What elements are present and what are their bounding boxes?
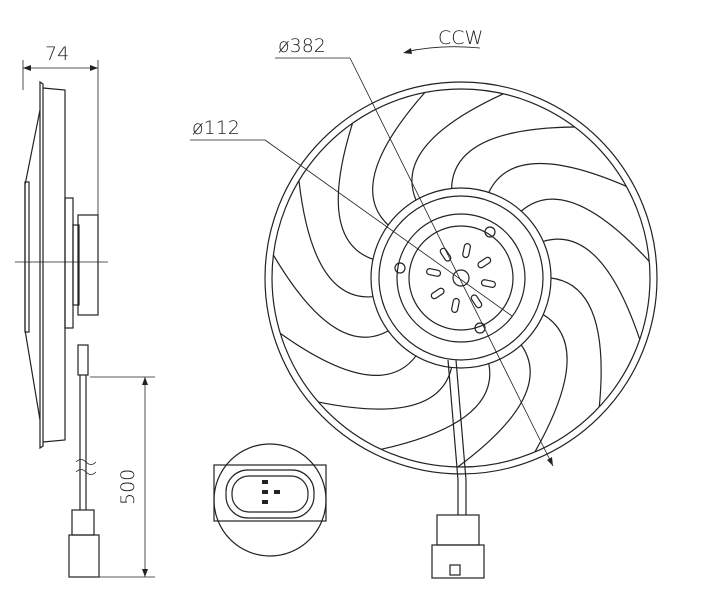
front-view: ø382 ø112 CCW [190,27,658,579]
rotation-label: CCW [438,27,483,49]
outer-ring [264,81,658,475]
outer-diameter-label: ø382 [278,35,326,57]
hub-diameter-label: ø112 [192,117,240,139]
blade-edge [337,123,374,260]
rotation-arrow-icon [404,46,481,53]
blade-edge [372,92,426,226]
hub-vent-slot [439,247,452,262]
blades [272,92,650,468]
blade-edge [488,162,627,193]
hub-vent-slot [477,256,492,269]
hub-vent-slot [470,294,483,309]
hub-vent-slot [451,297,460,313]
connector-detail [213,443,327,557]
blade-edge [534,314,568,453]
blade-edge [520,198,650,262]
blade-edge [457,344,531,468]
blade-edge [411,93,504,201]
motor-housing [408,225,514,331]
depth-label: 74 [45,43,69,65]
side-view: 74 500 [15,43,155,578]
blade-edge [272,254,389,338]
hub-diameter-leader [264,139,513,317]
blade-edge [279,332,417,376]
hub-outer [370,187,552,369]
hub-vent-slot [462,243,471,259]
hub-vent-slot [430,287,445,300]
shaft [452,269,470,287]
blade-edge [318,367,453,410]
blade-edge [381,363,491,450]
blade-edge [298,180,374,298]
hub-vent-slot [480,279,496,288]
outer-diameter-leader [349,57,554,467]
blade-edge [543,238,641,340]
cable-length-label: 500 [117,469,139,505]
blade-edge [550,277,602,407]
hub-vent-slot [426,268,442,277]
blade-edge [450,126,575,189]
